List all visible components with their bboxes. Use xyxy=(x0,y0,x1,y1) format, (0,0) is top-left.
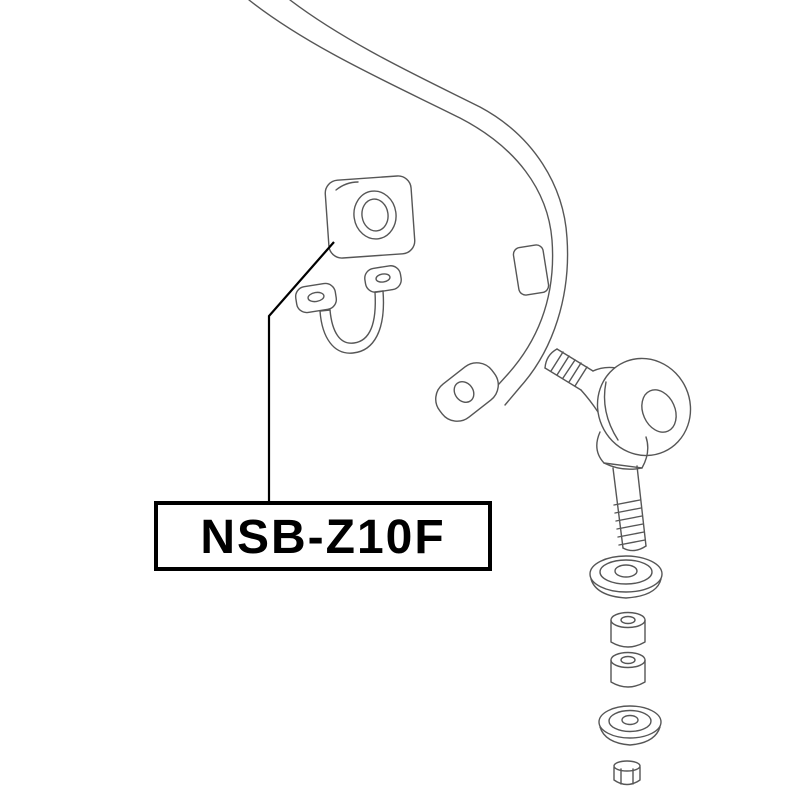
link-shaft xyxy=(612,465,647,552)
link-bushing-lower xyxy=(610,651,646,688)
link-washer-bottom xyxy=(598,705,662,746)
link-ball-joint-housing xyxy=(596,357,692,457)
link-washer-top xyxy=(589,555,663,599)
bracket-left-ear xyxy=(294,282,338,314)
part-label-text: NSB-Z10F xyxy=(200,511,445,564)
link-ball-stud xyxy=(544,348,617,413)
part-label: NSB-Z10F xyxy=(154,501,492,571)
link-bushing-upper xyxy=(610,611,646,648)
leader-line xyxy=(267,241,335,503)
stabilizer-link xyxy=(544,348,692,786)
bushing-bore xyxy=(361,198,389,232)
stabilizer-bushing xyxy=(324,175,416,259)
housing-bore xyxy=(641,389,677,433)
stabilizer-bar-end-tab xyxy=(435,362,499,422)
stabilizer-bar xyxy=(248,0,569,422)
bolt-hole xyxy=(453,381,475,403)
link-boot xyxy=(596,431,649,470)
hex-nut xyxy=(613,760,641,786)
bushing-bracket xyxy=(294,265,402,354)
bar-clamp-mark xyxy=(512,244,550,296)
part-label-box xyxy=(154,501,492,571)
bracket-right-ear xyxy=(364,265,402,293)
